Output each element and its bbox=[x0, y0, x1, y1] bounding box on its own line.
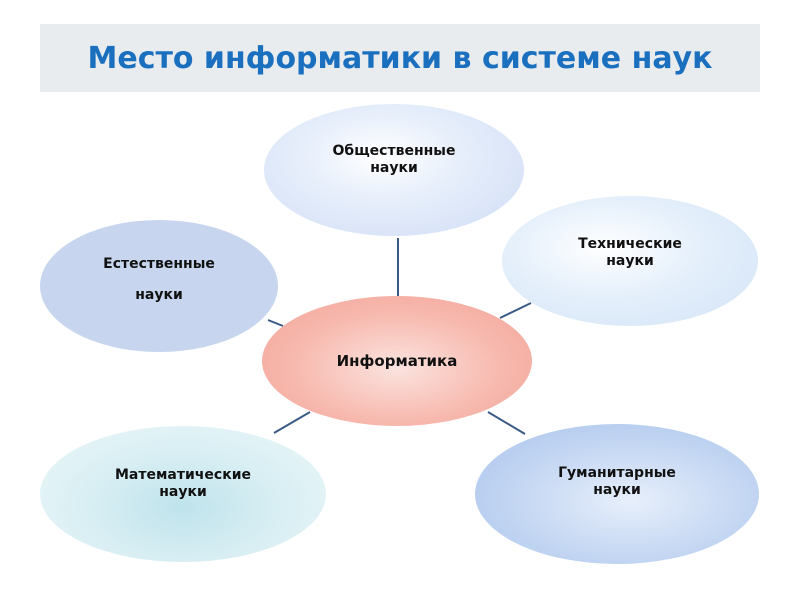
node-mathematical-sciences: Математические науки bbox=[40, 426, 326, 562]
connector-technical bbox=[499, 302, 532, 319]
connector-math bbox=[273, 411, 311, 434]
node-humanities: Гуманитарные науки bbox=[475, 424, 759, 564]
node-math-line1: Математические bbox=[114, 467, 251, 484]
node-technical-line1: Технические bbox=[578, 236, 682, 253]
node-technical-sciences: Технические науки bbox=[502, 196, 758, 326]
node-humanities-line1: Гуманитарные bbox=[558, 465, 676, 482]
node-math-line2: науки bbox=[159, 484, 207, 500]
node-natural-line2: науки bbox=[135, 287, 183, 303]
node-social-sciences: Общественные науки bbox=[264, 104, 524, 236]
node-social-line1: Общественные bbox=[332, 143, 456, 160]
node-informatics-center: Информатика bbox=[262, 296, 532, 426]
node-natural-line1: Естественные bbox=[103, 256, 215, 273]
node-center-label: Информатика bbox=[336, 352, 458, 370]
node-social-line2: науки bbox=[370, 160, 418, 176]
node-natural-sciences: Естественные науки bbox=[40, 220, 278, 352]
connector-humanities bbox=[487, 411, 526, 435]
slide-title: Место информатики в системе наук bbox=[87, 40, 713, 76]
title-banner: Место информатики в системе наук bbox=[40, 24, 760, 92]
connector-natural bbox=[267, 319, 284, 327]
node-technical-line2: науки bbox=[606, 253, 654, 269]
node-humanities-line2: науки bbox=[593, 482, 641, 498]
